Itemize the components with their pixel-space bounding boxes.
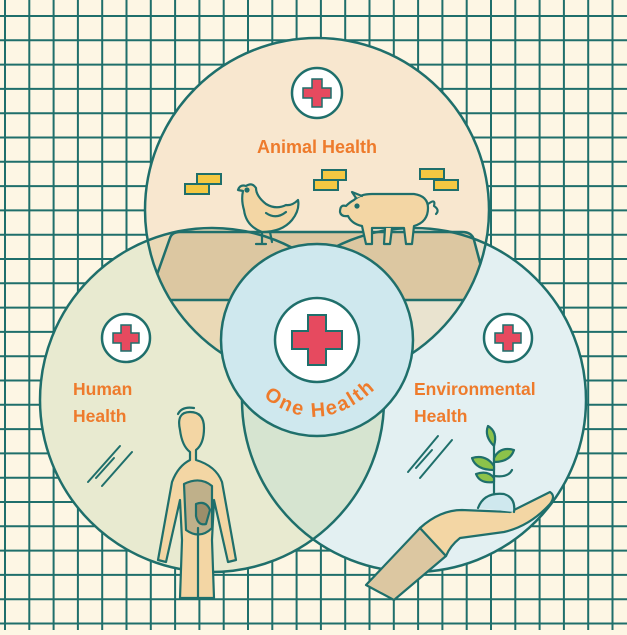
gold-bar-icon xyxy=(313,169,347,191)
pig-icon xyxy=(338,190,439,246)
human-body-icon xyxy=(156,406,238,600)
human-health-label-line1: Human xyxy=(73,379,132,399)
hand-holding-plant-icon xyxy=(364,424,555,602)
medical-cross-icon xyxy=(482,312,534,364)
medical-cross-icon xyxy=(100,312,152,364)
medical-cross-icon xyxy=(273,296,361,384)
environmental-health-label-line1: Environmental xyxy=(414,379,536,399)
animal-health-label: Animal Health xyxy=(257,137,377,157)
gold-bar-icon xyxy=(419,168,459,191)
gold-bar-icon xyxy=(184,173,222,195)
chicken-icon xyxy=(236,183,300,246)
sparkle-lines-icon xyxy=(407,435,453,479)
human-health-label-line2: Health xyxy=(73,406,126,426)
sparkle-lines-icon xyxy=(87,445,133,487)
medical-cross-icon xyxy=(290,66,344,120)
environmental-health-label-line2: Health xyxy=(414,406,467,426)
